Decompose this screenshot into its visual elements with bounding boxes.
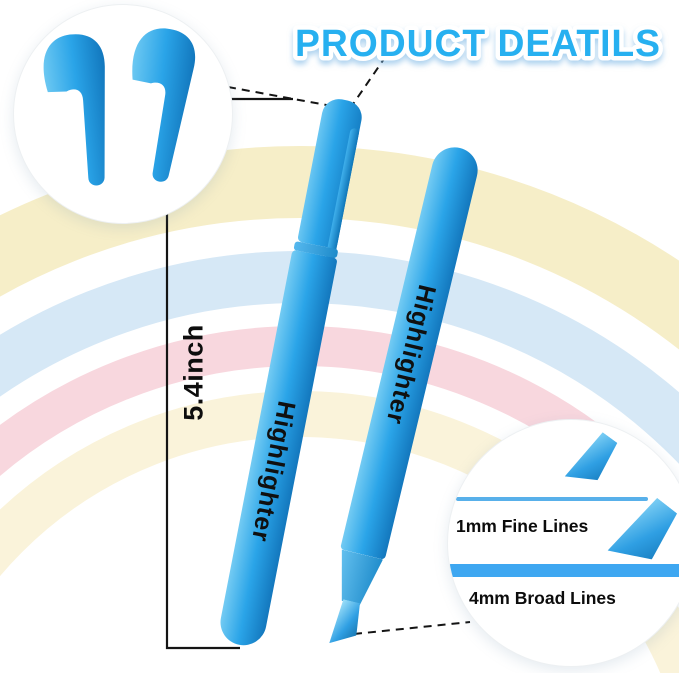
broad-line-label: 4mm Broad Lines <box>469 588 616 608</box>
fine-line-label: 1mm Fine Lines <box>456 516 589 536</box>
dashed-connector-clip-zoom <box>227 86 333 107</box>
pen-clip-right-icon <box>132 28 196 182</box>
tip-detail-zoom-circle: 1mm Fine Lines 4mm Broad Lines <box>447 419 679 667</box>
cap-clips-zoom-circle <box>13 4 233 224</box>
dashed-connector-tip-zoom <box>353 621 471 635</box>
broad-tip-icon <box>606 493 679 576</box>
fine-tip-icon <box>564 429 622 494</box>
length-measurement-label: 5.4inch <box>178 324 209 421</box>
fine-line-stroke <box>456 497 648 501</box>
page-title: PRODUCT DEATILS <box>295 23 661 65</box>
arc-yellow <box>0 146 679 350</box>
title-banner: PRODUCT DEATILS <box>291 19 665 70</box>
cap-clips-icon <box>43 28 196 186</box>
pen-clip-left-icon <box>43 34 105 186</box>
chisel-tip-icon <box>329 598 364 649</box>
dashed-connector-cap <box>348 55 387 111</box>
broad-line-stroke <box>449 564 679 577</box>
